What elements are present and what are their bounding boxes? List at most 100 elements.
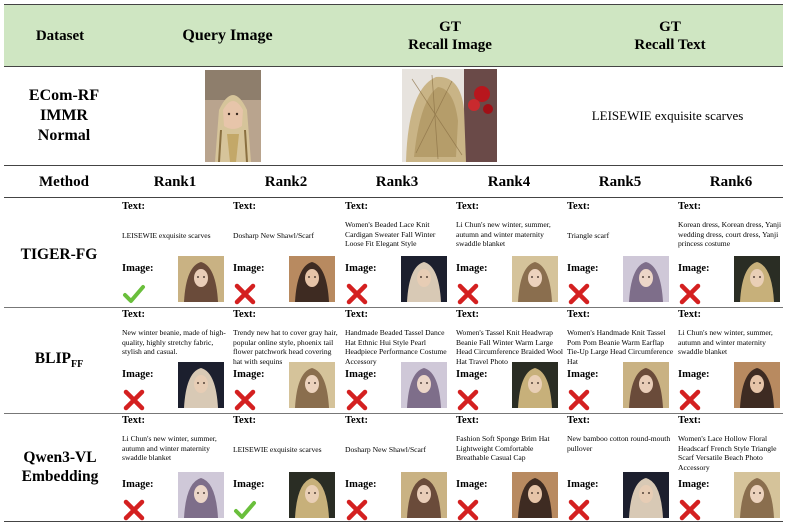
cross-icon <box>568 499 590 521</box>
header-rank3: Rank3 <box>375 174 419 190</box>
image-label: Image: <box>678 479 710 490</box>
result-thumbnail <box>178 362 224 408</box>
text-label: Text: <box>345 201 368 212</box>
result-thumbnail <box>178 472 224 518</box>
result-text: Li Chun's new winter, summer, autumn and… <box>678 328 773 357</box>
header-recall-text-label: Recall Text <box>634 37 706 53</box>
method-name-main: BLIP <box>34 350 71 367</box>
table-header-band <box>4 4 783 66</box>
image-label: Image: <box>233 369 265 380</box>
divider <box>4 521 783 522</box>
text-label: Text: <box>678 201 701 212</box>
result-text: Li Chun's new winter, summer, autumn and… <box>122 434 217 463</box>
result-cell: Text: New bamboo cotton round-mouth pullo… <box>567 415 673 521</box>
divider <box>4 307 783 308</box>
result-thumbnail <box>178 256 224 302</box>
result-text: Triangle scarf <box>567 231 610 240</box>
result-cell: Text: Korean dress, Korean dress, Yanji w… <box>678 201 784 305</box>
text-label: Text: <box>456 201 479 212</box>
header-rank2: Rank2 <box>264 174 308 190</box>
result-thumbnail <box>289 256 335 302</box>
result-text: Women's Lace Hollow Floral Headscarf Fre… <box>678 434 777 472</box>
dataset-name: ECom-RF IMMR Normal <box>14 86 114 146</box>
cross-icon <box>679 389 701 411</box>
image-label: Image: <box>678 369 710 380</box>
result-text: Fashion Soft Sponge Brim Hat Lightweight… <box>456 434 550 463</box>
cross-icon <box>457 499 479 521</box>
text-label: Text: <box>345 415 368 426</box>
text-label: Text: <box>678 309 701 320</box>
result-thumbnail <box>623 472 669 518</box>
text-label: Text: <box>345 309 368 320</box>
image-label: Image: <box>122 263 154 274</box>
image-label: Image: <box>567 479 599 490</box>
result-cell: Text: Trendy new hat to cover gray hair, … <box>233 309 339 413</box>
dataset-line: Normal <box>37 127 91 144</box>
text-label: Text: <box>233 201 256 212</box>
divider <box>4 66 783 67</box>
result-thumbnail <box>512 362 558 408</box>
result-thumbnail <box>289 362 335 408</box>
text-label: Text: <box>233 309 256 320</box>
image-label: Image: <box>678 263 710 274</box>
result-cell: Text:New winter beanie, made of high-qua… <box>122 309 228 413</box>
result-text: LEISEWIE exquisite scarves <box>233 445 322 454</box>
image-label: Image: <box>456 479 488 490</box>
text-label: Text: <box>122 309 145 320</box>
result-text: Women's Beaded Lace Knit Cardigan Sweate… <box>345 220 436 249</box>
result-thumbnail <box>401 472 447 518</box>
cross-icon <box>346 499 368 521</box>
result-text: Li Chun's new winter, summer, autumn and… <box>456 220 551 249</box>
result-cell: Text:Fashion Soft Sponge Brim Hat Lightw… <box>456 415 562 521</box>
cross-icon <box>568 389 590 411</box>
header-rank1: Rank1 <box>153 174 197 190</box>
header-query-image: Query Image <box>182 27 273 44</box>
header-dataset: Dataset <box>35 28 85 44</box>
method-name-qwen3-vl-embedding: Qwen3-VL Embedding <box>21 449 99 485</box>
text-label: Text: <box>567 415 590 426</box>
result-thumbnail <box>289 472 335 518</box>
check-icon <box>234 501 256 519</box>
gt-recall-text: LEISEWIE exquisite scarves <box>591 108 744 123</box>
image-label: Image: <box>567 263 599 274</box>
text-label: Text: <box>122 201 145 212</box>
result-text: New bamboo cotton round-mouth pullover <box>567 434 671 453</box>
header-rank4: Rank4 <box>487 174 531 190</box>
result-text: Handmade Beaded Tassel Dance Hat Ethnic … <box>345 328 447 366</box>
text-label: Text: <box>567 201 590 212</box>
cross-icon <box>346 389 368 411</box>
image-label: Image: <box>233 479 265 490</box>
result-cell: Text: Handmade Beaded Tassel Dance Hat Et… <box>345 309 451 413</box>
result-text: Trendy new hat to cover gray hair, popul… <box>233 328 338 366</box>
result-text: Women's Tassel Knit Headwrap Beanie Fall… <box>456 328 563 366</box>
cross-icon <box>679 499 701 521</box>
header-gt-label: GT <box>439 19 461 35</box>
result-thumbnail <box>734 362 780 408</box>
result-thumbnail <box>401 256 447 302</box>
result-thumbnail <box>734 256 780 302</box>
header-method: Method <box>39 174 89 190</box>
result-text: Dosharp New Shawl/Scarf <box>345 445 426 454</box>
image-label: Image: <box>345 263 377 274</box>
image-label: Image: <box>122 479 154 490</box>
header-gt-recall-text: GT Recall Text <box>610 18 730 54</box>
header-rank5: Rank5 <box>598 174 642 190</box>
text-label: Text: <box>567 309 590 320</box>
text-label: Text: <box>456 309 479 320</box>
result-text: Dosharp New Shawl/Scarf <box>233 231 314 240</box>
cross-icon <box>123 499 145 521</box>
image-label: Image: <box>233 263 265 274</box>
image-label: Image: <box>345 479 377 490</box>
result-text: Korean dress, Korean dress, Yanji weddin… <box>678 220 782 249</box>
result-cell: Text: Women's Beaded Lace Knit Cardigan S… <box>345 201 451 305</box>
result-cell: Text:Li Chun's new winter, summer, autum… <box>122 415 228 521</box>
result-cell: Text:Women's Lace Hollow Floral Headscar… <box>678 415 784 521</box>
divider <box>4 197 783 198</box>
result-text: Women's Handmade Knit Tassel Pom Pom Bea… <box>567 328 674 366</box>
divider <box>4 413 783 414</box>
result-thumbnail <box>623 362 669 408</box>
cross-icon <box>123 389 145 411</box>
